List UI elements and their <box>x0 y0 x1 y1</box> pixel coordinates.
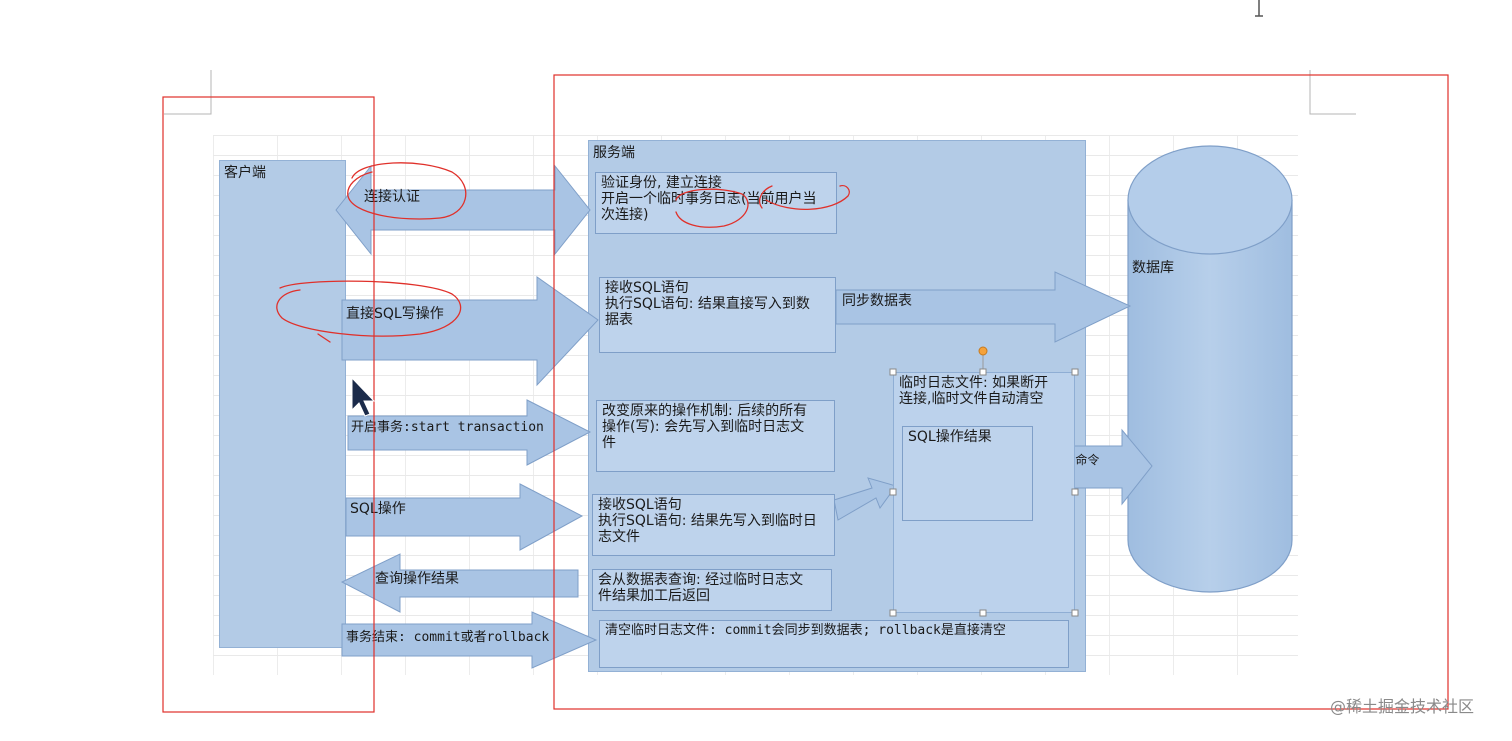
clear-box-text: 清空临时日志文件: commit会同步到数据表; rollback是直接清空 <box>605 623 1006 638</box>
sql-result-text: SQL操作结果 <box>908 429 992 445</box>
direct-sql-box: 接收SQL语句 执行SQL语句: 结果直接写入到数 据表 <box>599 277 836 353</box>
temp-log-arrow <box>833 477 897 521</box>
tx-sql-box-line-1: 接收SQL语句 <box>598 497 682 513</box>
query-box-line-1: 会从数据表查询: 经过临时日志文 <box>598 572 804 588</box>
sql-result-box: SQL操作结果 <box>902 426 1033 521</box>
auth-box-line-2: 开启一个临时事务日志(当前用户当 <box>601 191 817 207</box>
change-box-line-1: 改变原来的操作机制: 后续的所有 <box>602 403 808 419</box>
change-box-line-3: 件 <box>602 435 616 451</box>
change-box-line-2: 操作(写): 会先写入到临时日志文 <box>602 419 805 435</box>
client-panel: 客户端 <box>219 160 346 648</box>
tx-sql-box: 接收SQL语句 执行SQL语句: 结果先写入到临时日 志文件 <box>592 494 835 556</box>
query-result-label: 查询操作结果 <box>375 571 459 587</box>
auth-box: 验证身份, 建立连接 开启一个临时事务日志(当前用户当 次连接) <box>595 172 837 234</box>
clear-log-box: 清空临时日志文件: commit会同步到数据表; rollback是直接清空 <box>599 620 1069 668</box>
sync-label: 同步数据表 <box>842 293 912 309</box>
server-title: 服务端 <box>593 145 635 161</box>
client-title: 客户端 <box>224 165 266 181</box>
change-mechanism-box: 改变原来的操作机制: 后续的所有 操作(写): 会先写入到临时日志文 件 <box>596 400 835 472</box>
end-tx-label: 事务结束: commit或者rollback <box>346 630 550 645</box>
query-box-line-2: 件结果加工后返回 <box>598 588 710 604</box>
tx-sql-box-line-2: 执行SQL语句: 结果先写入到临时日 <box>598 513 817 529</box>
sql-op-arrow <box>345 483 584 551</box>
direct-box-line-3: 据表 <box>605 312 633 328</box>
database-title: 数据库 <box>1132 260 1174 276</box>
client-highlight-frame <box>162 96 375 713</box>
query-box: 会从数据表查询: 经过临时日志文 件结果加工后返回 <box>592 569 832 611</box>
temp-log-line-1: 临时日志文件: 如果断开 <box>899 375 1049 391</box>
auth-label: 连接认证 <box>364 189 420 205</box>
start-tx-label: 开启事务:start transaction <box>351 420 544 435</box>
temp-log-line-2: 连接,临时文件自动清空 <box>899 391 1044 407</box>
sync-arrow <box>835 271 1132 343</box>
auth-double-arrow <box>335 164 591 256</box>
query-result-arrow <box>340 553 579 613</box>
watermark: @稀土掘金技术社区 <box>1330 697 1475 716</box>
direct-box-line-1: 接收SQL语句 <box>605 280 689 296</box>
tx-sql-box-line-3: 志文件 <box>598 529 640 545</box>
direct-sql-label: 直接SQL写操作 <box>346 306 444 322</box>
hand-drawn-circles <box>276 162 850 343</box>
server-highlight-frame <box>553 74 1449 710</box>
sql-op-label: SQL操作 <box>350 501 406 517</box>
auth-box-line-1: 验证身份, 建立连接 <box>601 175 722 191</box>
start-tx-arrow <box>347 399 592 466</box>
direct-box-line-2: 执行SQL语句: 结果直接写入到数 <box>605 296 810 312</box>
database-cylinder <box>1127 145 1293 593</box>
auth-box-line-3: 次连接) <box>601 207 649 223</box>
